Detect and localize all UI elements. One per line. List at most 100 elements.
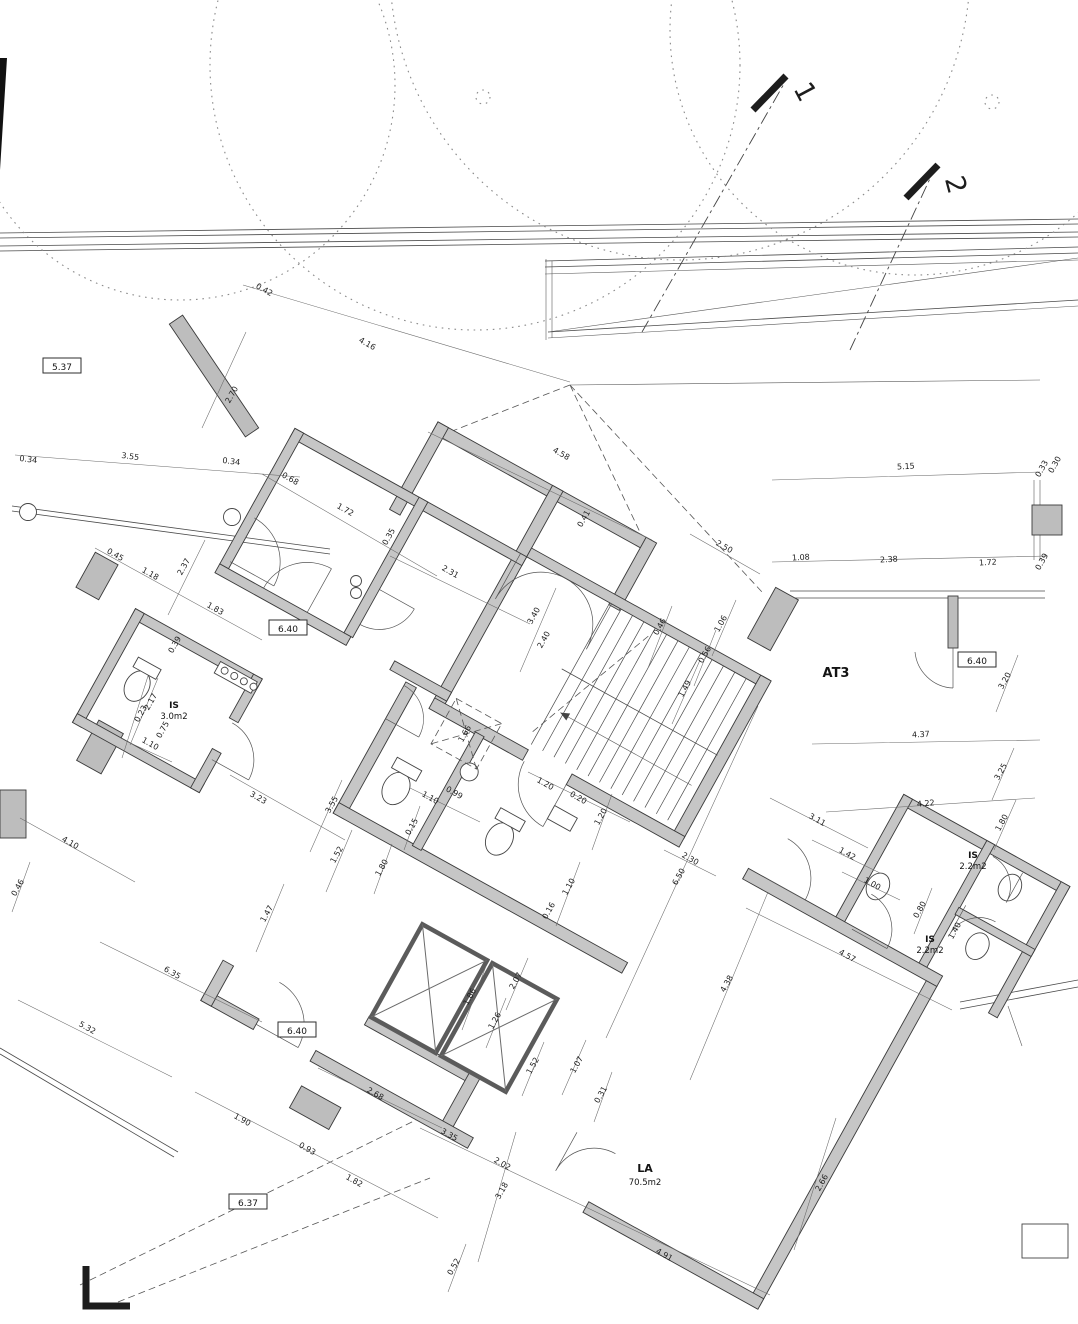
dim-label: 0.42 (254, 282, 274, 299)
toilet (865, 872, 891, 901)
scan-edge-artifact (0, 58, 7, 170)
dim-label: 4.37 (912, 730, 930, 740)
canopy-projection (436, 384, 763, 593)
dim-label: 2.02 (492, 1156, 512, 1173)
dim-label: 0.93 (297, 1141, 317, 1158)
dim-label: 3.18 (494, 1181, 511, 1201)
room-label: AT3 (823, 666, 850, 681)
dim-label: 6.35 (162, 965, 182, 982)
dim-label: 2.31 (440, 564, 460, 581)
dim-label: 0.15 (404, 817, 421, 837)
bottom-right-works (959, 979, 1078, 1259)
dim-label: 1.10 (420, 790, 440, 807)
dim-label: 1.72 (335, 502, 355, 519)
stair-handrail (561, 668, 718, 756)
sec-label: 1 (787, 77, 822, 107)
lvl-label: 5.37 (52, 363, 72, 373)
dim-label: 1.07 (569, 1055, 586, 1075)
room-label: IS (968, 851, 978, 861)
dim-label: 3.20 (997, 671, 1014, 691)
stair-arrow (560, 712, 571, 721)
dim-label: 2.38 (880, 555, 898, 565)
stair-walkline (560, 712, 692, 786)
dim-label: 3.40 (526, 606, 543, 626)
dim-label: 1.72 (979, 558, 997, 568)
area-label: 2.2m2 (959, 862, 986, 872)
pier (75, 551, 119, 601)
dim-label: 1.52 (525, 1056, 542, 1076)
lvl-label: 6.40 (287, 1027, 307, 1037)
section-2-bar (903, 162, 941, 201)
column-marker (430, 697, 503, 770)
dim-label: 1.10 (140, 736, 160, 753)
dim-label: 3.25 (993, 762, 1010, 782)
dim-label: 1.80 (374, 858, 391, 878)
dotted-survey-circles (0, 0, 1078, 331)
section-1-bar (750, 73, 789, 113)
section-cut-marks (641, 73, 941, 351)
dim-label: 5.32 (77, 1020, 97, 1037)
dim-label: 2.40 (536, 630, 553, 650)
walls (71, 421, 1071, 1310)
level-box (42, 357, 82, 374)
dim-label: 3.11 (807, 812, 827, 829)
dim-label: 4.22 (917, 798, 936, 809)
sink (459, 762, 479, 782)
dim-label: 0.31 (593, 1085, 610, 1105)
dim-label: 4.10 (60, 835, 80, 852)
boundary-corner-mark (82, 1266, 130, 1310)
level-box (268, 619, 308, 636)
dim-label: 6.50 (671, 867, 688, 887)
dim-label: 1.90 (232, 1112, 252, 1129)
dim-label: 1.83 (205, 601, 225, 618)
level-box (228, 1193, 268, 1210)
terrace-pier (947, 595, 959, 649)
dim-label: 1.47 (259, 904, 276, 924)
dim-label: 4.58 (551, 446, 571, 463)
stairs (530, 602, 747, 821)
road-lines (0, 218, 1078, 340)
dim-label: 0.80 (912, 900, 929, 920)
dim-label: 0.52 (446, 1257, 463, 1277)
dim-label: 1.06 (713, 614, 730, 634)
dim-label: 1.42 (837, 846, 857, 863)
right-edge-works (569, 379, 1063, 560)
dim-label: 1.20 (535, 776, 555, 793)
dim-label: 4.16 (357, 336, 377, 353)
double-post-symbol (350, 575, 362, 599)
dim-label: 4.38 (719, 974, 736, 994)
dim-label: 1.80 (994, 813, 1011, 833)
bottom-left-boundaries (0, 789, 431, 1310)
dim-label: 5.15 (897, 462, 915, 472)
fence-post (19, 503, 37, 521)
basin (546, 804, 578, 832)
dim-label: 1.08 (792, 553, 810, 563)
dim-label: 2.37 (176, 557, 193, 577)
dim-label: 0.34 (222, 456, 241, 467)
dim-label: 0.46 (10, 878, 27, 898)
room-label: IS (169, 701, 179, 711)
dim-label: 0.68 (280, 471, 300, 488)
section-number-labels: 12 (787, 77, 973, 197)
level-box (957, 651, 997, 668)
fence-line (11, 503, 331, 555)
pier (746, 586, 800, 652)
area-label: 70.5m2 (629, 1178, 662, 1188)
room-label: IS (925, 935, 935, 945)
dim-label: 1.10 (561, 877, 578, 897)
dim-label: 3.55 (121, 451, 140, 462)
legend-box (1021, 1223, 1069, 1259)
room-label: LA (637, 1162, 653, 1175)
retaining-wall-bar (168, 314, 260, 438)
dim-label: 1.82 (344, 1173, 364, 1190)
dim-label: 1.52 (329, 845, 346, 865)
lvl-label: 6.37 (238, 1199, 258, 1209)
terrace-boundary (790, 590, 1045, 689)
dim-label: 0.23 (133, 704, 150, 724)
area-label: 2.2m2 (916, 946, 943, 956)
building (71, 421, 1071, 1310)
